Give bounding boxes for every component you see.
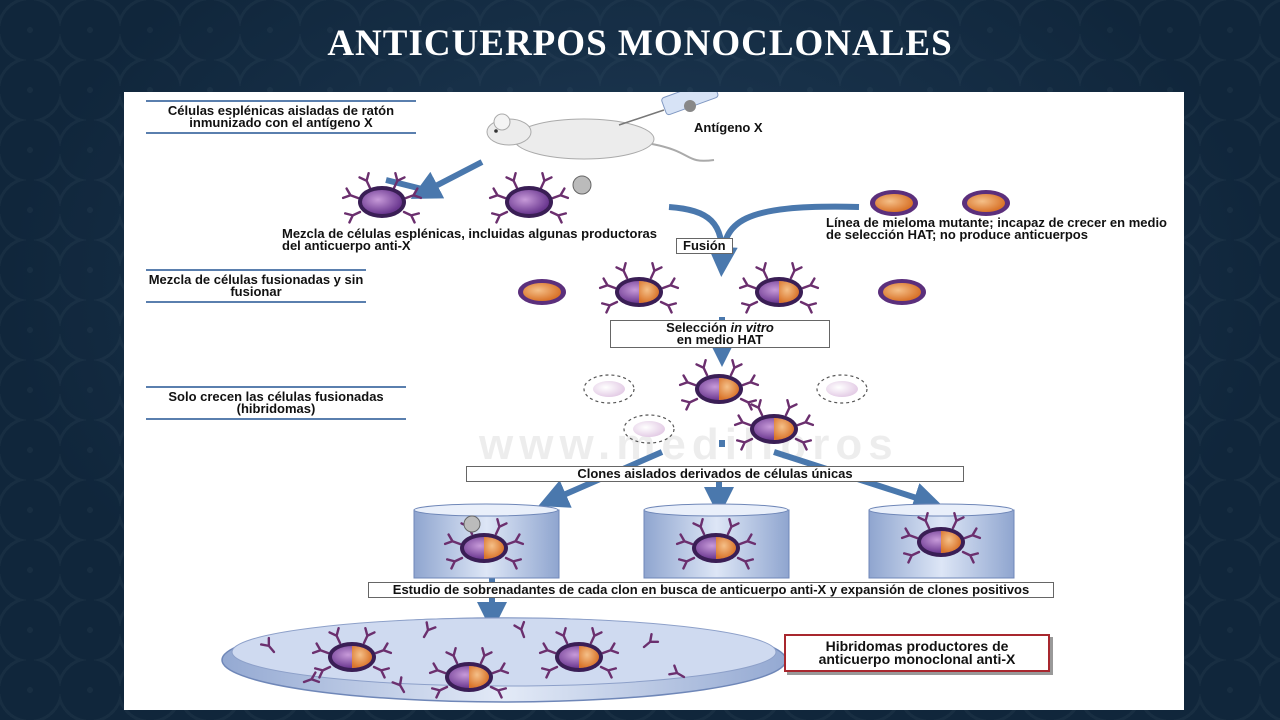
clones-label: Clones aislados derivados de células úni… [466, 466, 964, 482]
diagram-graphics [221, 92, 1015, 703]
fused-mix-cells [518, 263, 926, 312]
screening-label: Estudio de sobrenadantes de cada clon en… [368, 582, 1054, 598]
spleen-mix-label: Mezcla de células esplénicas, incluidas … [282, 226, 657, 253]
spleen-cells [343, 173, 592, 222]
antigen-label: Antígeno X [694, 120, 763, 135]
side-label-fused-mix: Mezcla de células fusionadas y sin fusio… [146, 269, 366, 303]
myeloma-label: Línea de mieloma mutante; incapaz de cre… [826, 215, 1167, 242]
fusion-label: Fusión [676, 238, 733, 254]
side-label-spleen: Células esplénicas aisladas de ratón inm… [146, 100, 416, 134]
culture-tubes [413, 503, 1015, 579]
myeloma-cells [870, 190, 1010, 216]
selected-cells [583, 360, 868, 449]
syringe-icon [618, 92, 719, 126]
slide-title: ANTICUERPOS MONOCLONALES [327, 23, 953, 64]
side-label-only-fused: Solo crecen las células fusionadas (hibr… [146, 386, 406, 420]
watermark: www.medilibros [479, 420, 899, 469]
mouse-illustration [486, 113, 715, 162]
result-box: Hibridomas productores de anticuerpo mon… [784, 634, 1050, 672]
petri-dish [221, 617, 787, 703]
monoclonal-antibody-diagram: www.medilibros [124, 92, 1184, 710]
